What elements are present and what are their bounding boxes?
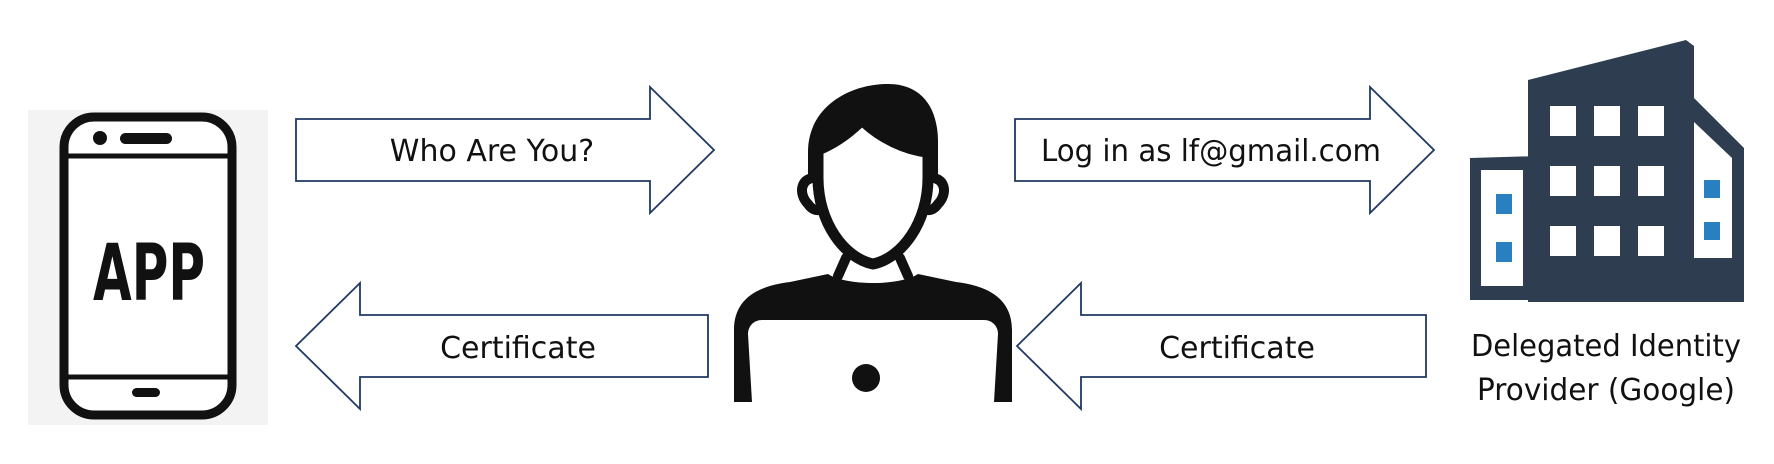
arrow-certificate-to-app: Certificate bbox=[294, 280, 709, 412]
arrow-who-are-you: Who Are You? bbox=[295, 84, 716, 216]
provider-caption: Delegated Identity Provider (Google) bbox=[1471, 329, 1741, 408]
app-label: APP bbox=[93, 229, 205, 319]
certificate-from-provider-label: Certificate bbox=[1159, 331, 1315, 366]
app-phone-icon: APP bbox=[28, 110, 268, 425]
building-icon bbox=[1470, 40, 1744, 302]
who-are-you-label: Who Are You? bbox=[390, 134, 594, 169]
arrow-log-in-as: Log in as lf@gmail.com bbox=[1014, 84, 1436, 216]
laptop-logo-dot bbox=[852, 364, 880, 392]
log-in-as-label: Log in as lf@gmail.com bbox=[1041, 134, 1381, 169]
user-icon bbox=[734, 84, 1012, 402]
provider-line-2: Provider (Google) bbox=[1477, 373, 1735, 408]
arrow-certificate-from-provider: Certificate bbox=[1015, 280, 1427, 412]
provider-line-1: Delegated Identity bbox=[1471, 329, 1741, 364]
certificate-to-app-label: Certificate bbox=[440, 331, 596, 366]
laptop-icon bbox=[748, 320, 998, 402]
